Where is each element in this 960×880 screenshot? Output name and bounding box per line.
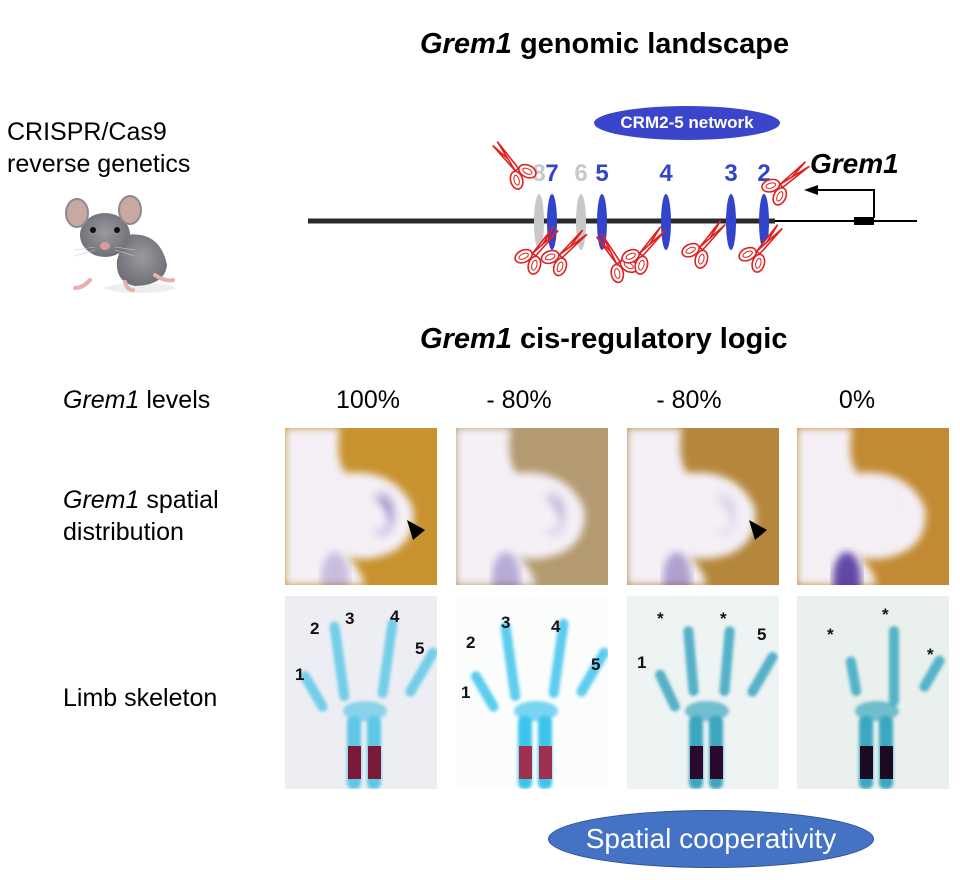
scissors-icon <box>681 220 726 269</box>
scissors-icon <box>761 161 810 206</box>
scissors-icon <box>492 141 537 190</box>
arrowhead-icon <box>749 520 767 540</box>
gene-name: Grem1 <box>63 486 140 514</box>
digit-mark: * <box>720 609 727 628</box>
tss-arrowhead <box>804 185 818 195</box>
crm-element-5 <box>597 194 607 250</box>
genomic-landscape-title: Grem1 genomic landscape <box>420 28 789 61</box>
crm-element-7 <box>547 194 557 250</box>
crm-label: 6 <box>574 160 587 187</box>
in-situ-panel <box>456 428 608 585</box>
level-value: - 80% <box>486 386 552 414</box>
row-label-text: levels <box>139 386 211 414</box>
digit-mark: * <box>827 625 834 644</box>
mouse-icon <box>65 195 175 293</box>
scissors-icon <box>540 229 588 277</box>
digit-mark: 1 <box>637 653 646 672</box>
gene-name: Grem1 <box>63 386 140 414</box>
limb-skeleton-panel: * * * <box>797 596 949 789</box>
crm-element-2 <box>759 194 769 250</box>
digit-mark: 3 <box>501 613 510 632</box>
crm-label: 3 <box>724 160 737 187</box>
crm-element-3 <box>726 194 736 250</box>
grem1-gene-label: Grem1 <box>810 148 899 179</box>
title-gene-name: Grem1 <box>420 28 512 60</box>
level-value: - 80% <box>656 386 722 414</box>
spatial-cooperativity-label: Spatial cooperativity <box>585 823 837 854</box>
digit-mark: 4 <box>551 617 561 636</box>
row-label-skeleton: Limb skeleton <box>63 684 218 712</box>
crm-label: 4 <box>659 160 673 187</box>
digit-mark: 2 <box>310 619 319 638</box>
crispr-label-line2: reverse genetics <box>7 150 191 178</box>
row-label-spatial: Grem1 spatial distribution <box>63 484 219 548</box>
digit-mark: 1 <box>295 665 304 684</box>
tss-arrow <box>818 189 875 218</box>
scissors-icon <box>514 226 559 275</box>
limb-skeleton-panel: 1 2 3 4 5 <box>456 596 608 789</box>
in-situ-panel <box>627 428 779 585</box>
digit-mark: 5 <box>591 655 600 674</box>
crm-label: 5 <box>595 160 608 187</box>
digit-mark: 4 <box>390 607 400 626</box>
in-situ-panel <box>285 428 437 585</box>
cis-regulatory-title: Grem1 cis-regulatory logic <box>420 323 787 356</box>
crm-label: 7 <box>545 160 558 187</box>
level-value: 100% <box>336 386 400 414</box>
row-label-levels: Grem1 levels <box>63 384 210 416</box>
crm-element-8 <box>534 194 544 250</box>
crispr-label-line1: CRISPR/Cas9 <box>7 118 167 146</box>
digit-mark: 5 <box>757 625 766 644</box>
level-value: 0% <box>838 386 876 414</box>
crm-network-label: CRM2-5 network <box>620 113 754 132</box>
title-text: genomic landscape <box>511 28 790 60</box>
crm-label: 8 <box>532 160 545 187</box>
arrowhead-icon <box>407 520 425 540</box>
crm-network-badge: CRM2-5 network <box>594 106 780 140</box>
digit-mark: * <box>657 609 664 628</box>
grem1-exon <box>854 217 874 225</box>
digit-mark: 1 <box>461 683 470 702</box>
digit-mark: 2 <box>466 633 475 652</box>
row-label-text: spatial <box>139 486 219 514</box>
digit-mark: 5 <box>415 639 424 658</box>
row-label-text: distribution <box>63 518 184 546</box>
title-gene-name: Grem1 <box>420 323 512 355</box>
digit-mark: 3 <box>345 609 354 628</box>
in-situ-panel <box>797 428 949 585</box>
crm-element-4 <box>661 194 671 250</box>
limb-skeleton-panel: 1 * * 5 <box>627 596 779 789</box>
digit-mark: * <box>927 645 934 664</box>
scissors-icon <box>738 224 783 273</box>
crispr-label: CRISPR/Cas9 reverse genetics <box>7 116 190 180</box>
digit-mark: * <box>882 605 889 624</box>
spatial-cooperativity-badge: Spatial cooperativity <box>548 810 874 868</box>
scissors-icon <box>621 226 666 275</box>
title-text: cis-regulatory logic <box>511 323 788 355</box>
